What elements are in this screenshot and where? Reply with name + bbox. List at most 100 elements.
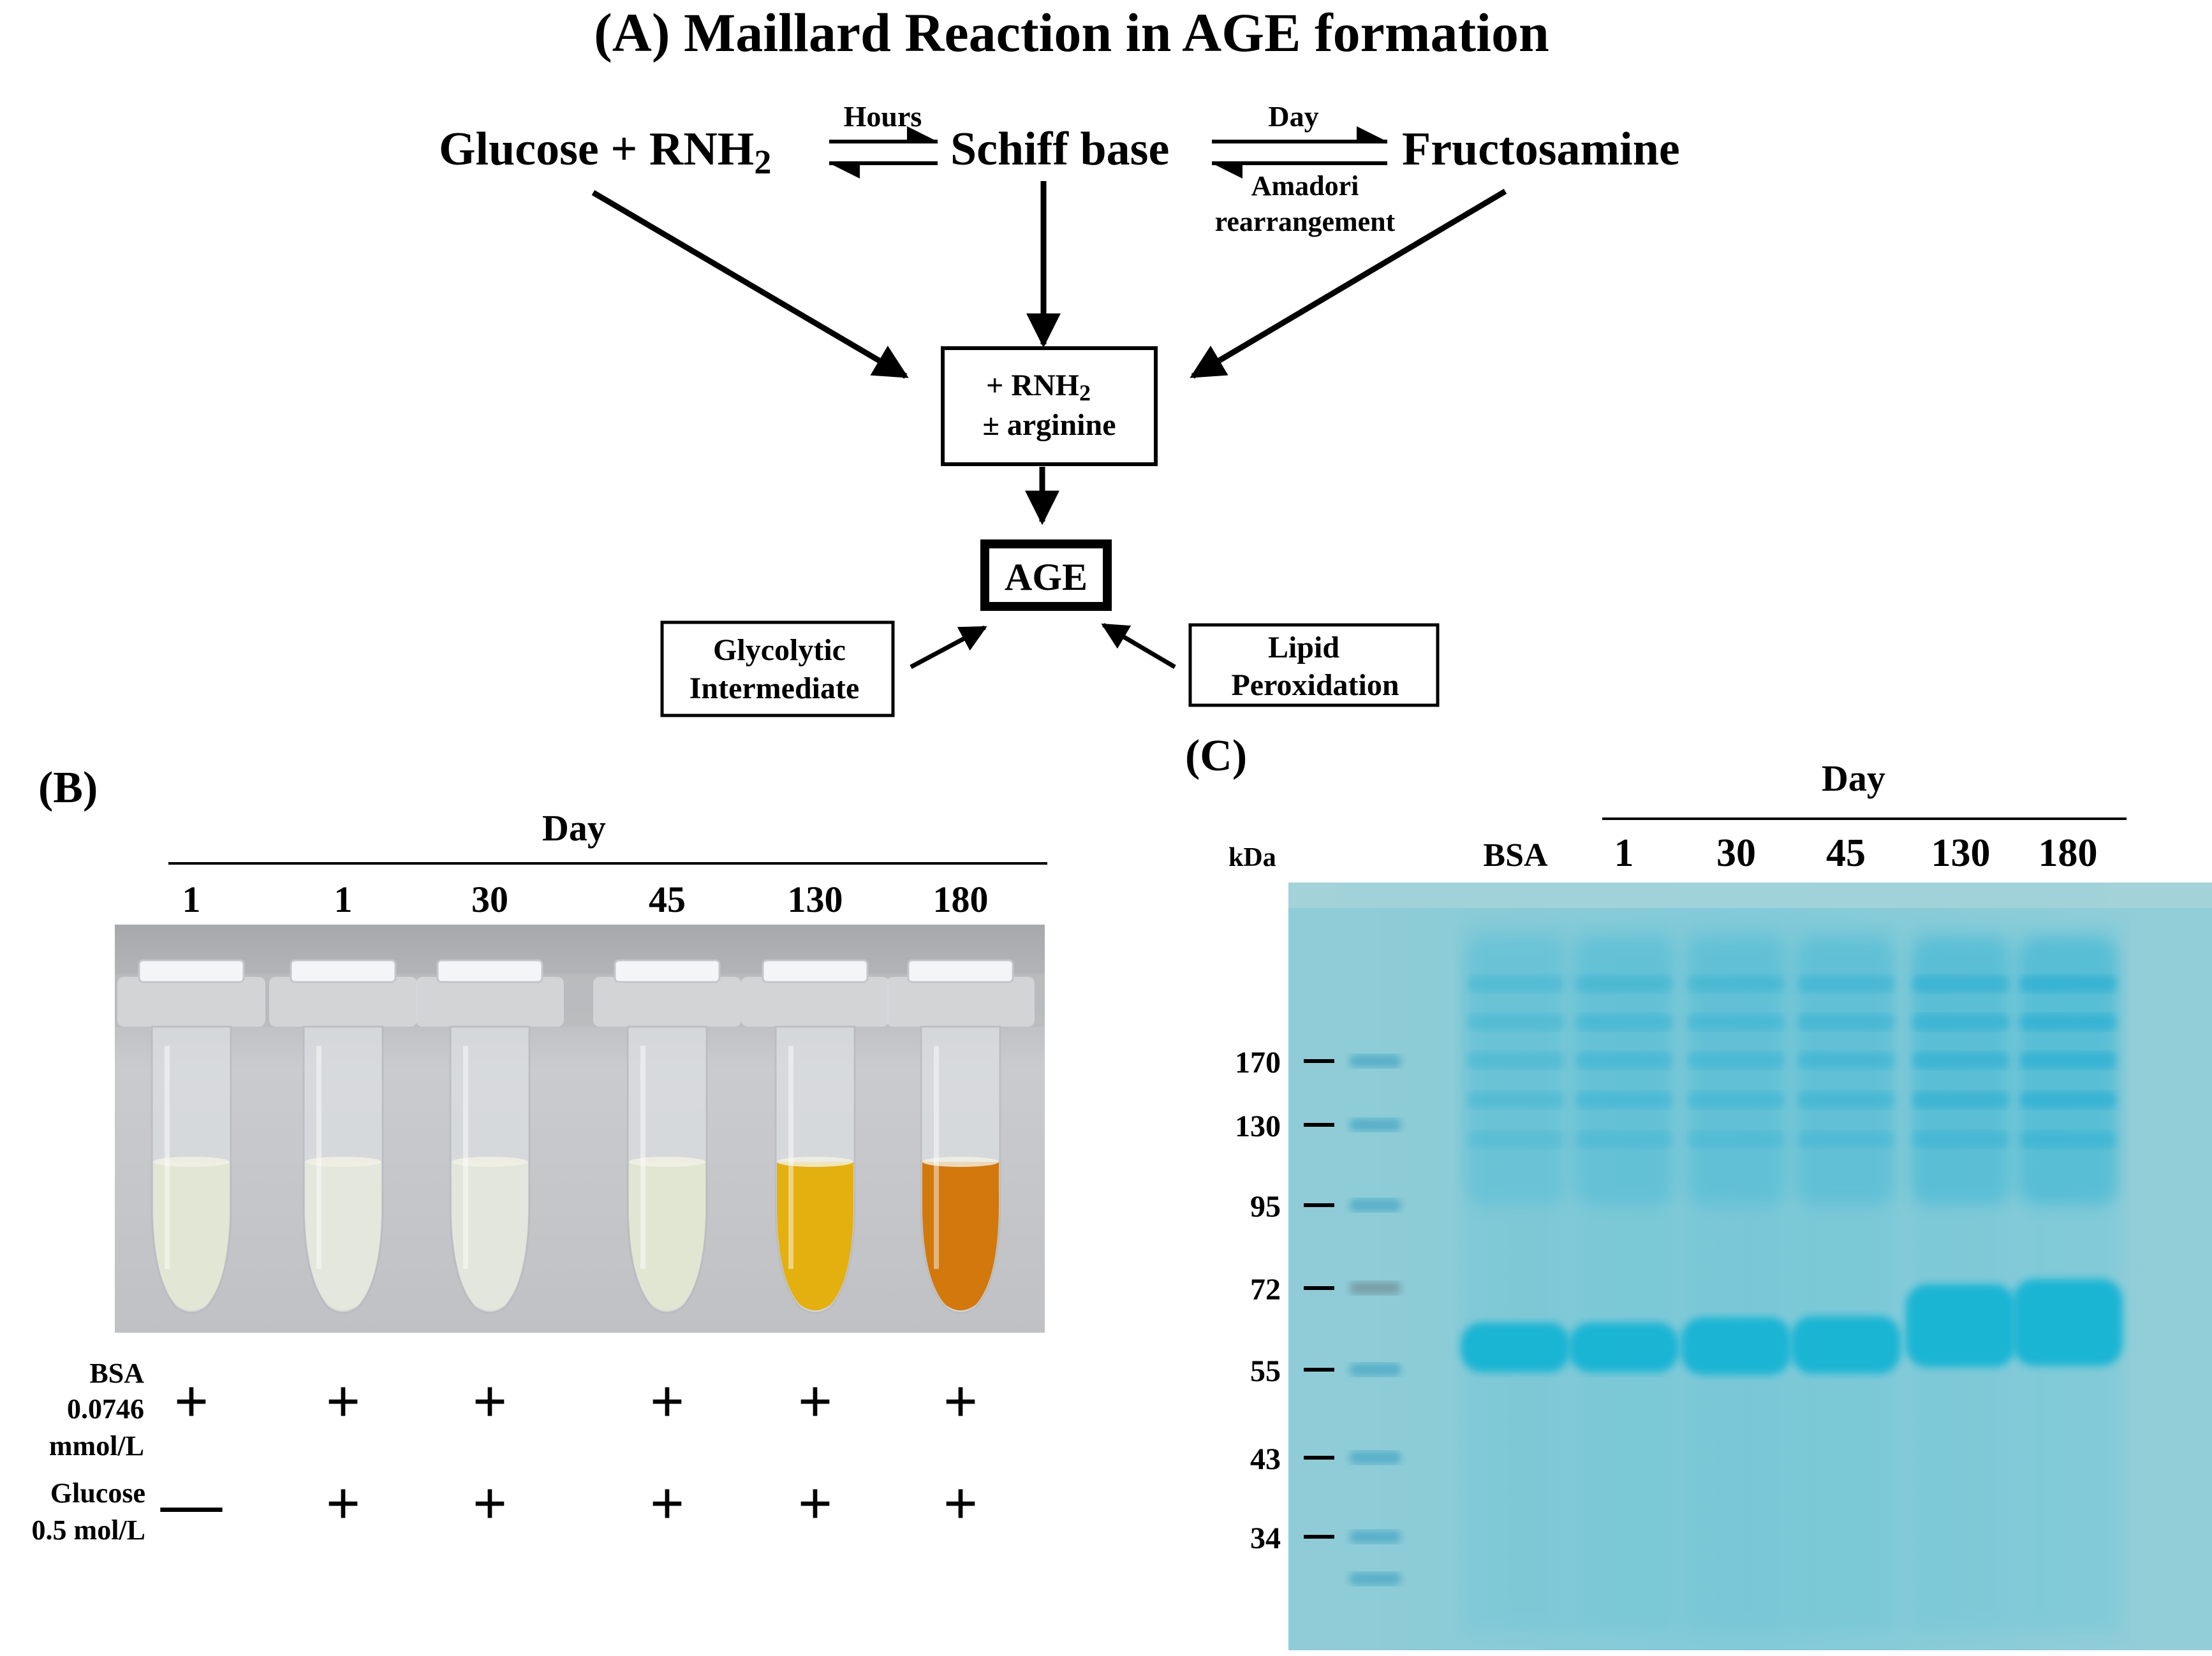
gel-lane <box>1569 925 1679 1632</box>
bsa-unit-label: mmol/L <box>49 1430 144 1462</box>
marker-label: 130 <box>1235 1110 1281 1143</box>
lipid-label: Lipid <box>1268 631 1339 664</box>
tube <box>887 959 1035 1314</box>
glucose-sign: + <box>326 1469 361 1537</box>
tube <box>117 959 265 1314</box>
panel-b-label: (B) <box>38 763 98 812</box>
ladder-band <box>1350 1118 1401 1131</box>
intermediate-label: Intermediate <box>689 671 860 705</box>
kda-label: kDa <box>1228 843 1276 872</box>
condition-signs: +—++++++++++ <box>160 1367 978 1537</box>
tube <box>416 959 564 1314</box>
marker-label: 34 <box>1250 1521 1281 1555</box>
tube-day-label: 45 <box>649 879 686 920</box>
bsa-sign: + <box>650 1367 685 1435</box>
protein-band <box>1791 1316 1901 1374</box>
panel-c-label: (C) <box>1185 731 1247 780</box>
glucose-sign: — <box>160 1469 223 1537</box>
tube-liquid <box>777 1162 853 1310</box>
tube-day-label: 180 <box>933 879 989 920</box>
arrow-lipid-to-age <box>1101 622 1176 670</box>
lane-label: 180 <box>2039 832 2098 875</box>
rnh2-arginine-box <box>941 346 1158 466</box>
glucose-label: Glucose <box>50 1477 145 1509</box>
lane-label: 130 <box>1931 832 1991 875</box>
bsa-sign: + <box>943 1367 978 1435</box>
panel-a-title: (A) Maillard Reaction in AGE formation <box>594 2 1549 63</box>
panel-b-day-label: Day <box>542 807 606 849</box>
gel-lanes <box>1461 925 2123 1632</box>
tube <box>269 959 417 1314</box>
ladder-band <box>1350 1363 1401 1376</box>
ladder-band <box>1350 1572 1401 1585</box>
age-box <box>980 539 1112 611</box>
tubes <box>117 959 1035 1314</box>
ladder-band <box>1350 1055 1401 1067</box>
tube-day-label: 1 <box>182 879 201 920</box>
tube-day-label: 1 <box>334 879 353 920</box>
glucose-sign: + <box>798 1469 833 1537</box>
glucose-rnh2: Glucose + RNH2 <box>439 123 771 181</box>
tube <box>741 959 889 1314</box>
panel-a: (A) Maillard Reaction in AGE formation G… <box>439 2 1680 717</box>
lane-label: BSA <box>1483 837 1548 874</box>
gel-top-edge <box>1288 883 2212 908</box>
glucose-sign: + <box>943 1469 978 1537</box>
glycolytic-label: Glycolytic <box>713 633 846 667</box>
marker-label: 170 <box>1235 1046 1281 1080</box>
amadori-label: Amadori <box>1251 170 1359 202</box>
gel-lane <box>1906 925 2016 1632</box>
glycolytic-box <box>660 620 895 717</box>
arrow-glycolytic-to-age <box>910 625 987 670</box>
lipid-box <box>1188 623 1440 707</box>
age-label: AGE <box>1005 556 1088 598</box>
bsa-concentration-label: 0.0746 <box>67 1393 144 1425</box>
protein-band <box>1569 1323 1679 1372</box>
tube <box>593 959 741 1314</box>
peroxidation-label: Peroxidation <box>1231 668 1399 702</box>
bsa-sign: + <box>473 1367 508 1435</box>
ladder-band <box>1350 1282 1401 1294</box>
marker-label: 95 <box>1250 1190 1281 1224</box>
ladder-band <box>1350 1199 1401 1212</box>
protein-band <box>2013 1279 2123 1366</box>
protein-band <box>1681 1317 1791 1375</box>
tube-day-label: 30 <box>471 879 508 920</box>
gel-lane <box>1461 925 1570 1632</box>
tube-liquid <box>153 1162 230 1310</box>
arrow-glucose-to-box <box>591 190 909 379</box>
marker-label: 43 <box>1250 1442 1281 1476</box>
glucose-concentration-label: 0.5 mol/L <box>32 1514 145 1546</box>
rnh2-label: + RNH2 <box>986 369 1091 406</box>
glucose-sign: + <box>473 1469 508 1537</box>
tube-liquid <box>629 1162 705 1310</box>
gel-lane <box>1791 925 1901 1632</box>
ladder-band <box>1350 1530 1401 1543</box>
rearrangement-label: rearrangement <box>1215 206 1396 237</box>
lane-label: 30 <box>1716 832 1756 875</box>
lane-label: 1 <box>1614 832 1634 875</box>
fructosamine: Fructosamine <box>1402 123 1680 175</box>
protein-ladder <box>1350 1055 1401 1585</box>
tube-day-label: 130 <box>788 879 843 920</box>
bsa-sign: + <box>798 1367 833 1435</box>
gel-lane <box>2013 925 2123 1632</box>
marker-label: 55 <box>1250 1354 1281 1388</box>
tube-liquid <box>922 1162 999 1310</box>
tube-liquid <box>452 1162 528 1310</box>
ladder-band <box>1350 1451 1401 1464</box>
panel-c-day-label: Day <box>1822 758 1885 799</box>
glucose-sign: + <box>650 1469 685 1537</box>
protein-band <box>1906 1284 2016 1367</box>
schiff-base: Schiff base <box>950 123 1169 175</box>
arrow-fructosamine-to-box <box>1190 189 1507 379</box>
lane-label: 45 <box>1826 832 1866 875</box>
gel-lane <box>1681 925 1791 1632</box>
protein-band <box>1461 1323 1570 1372</box>
